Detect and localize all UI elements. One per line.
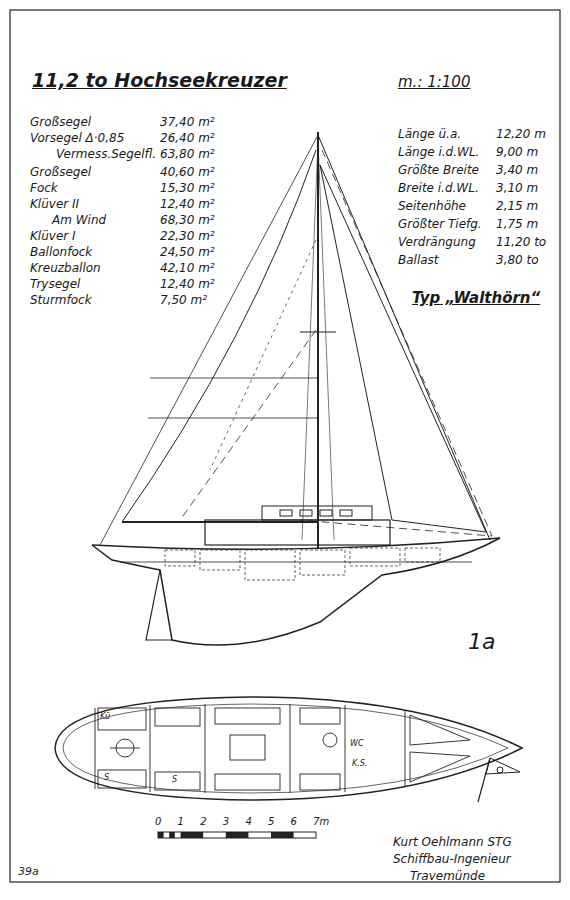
dimension-value: 3,40 m: [496, 164, 538, 177]
sail-name: Klüver II: [30, 198, 79, 211]
scale-number: 2: [200, 816, 206, 827]
type-name: Typ „Walthörn“: [412, 290, 540, 307]
sail-name: Vorsegel Δ·0,85: [30, 132, 124, 145]
dimension-value: 2,15 m: [496, 200, 538, 213]
scale-note: m.: 1:100: [398, 74, 470, 91]
sail-name: Vermess.Segelfl.: [56, 148, 156, 161]
page-number: 39a: [18, 866, 39, 878]
dimension-value: 9,00 m: [496, 146, 538, 159]
scale-number: 6: [291, 816, 297, 827]
sail-area: 40,60 m²: [160, 166, 215, 179]
room-label: WC: [350, 740, 364, 749]
sail-area: 22,30 m²: [160, 230, 215, 243]
sail-area: 7,50 m²: [160, 294, 207, 307]
room-label: S: [172, 776, 177, 785]
sail-area: 37,40 m²: [160, 116, 215, 129]
dimension-name: Verdrängung: [398, 236, 476, 249]
scale-number: 7m: [313, 816, 329, 827]
sail-name: Ballonfock: [30, 246, 92, 259]
sail-area: 12,40 m²: [160, 278, 215, 291]
sail-name: Großsegel: [30, 166, 91, 179]
designer-title: Schiffbau-Ingenieur: [393, 853, 511, 866]
sail-area: 42,10 m²: [160, 262, 215, 275]
dimension-name: Größter Tiefg.: [398, 218, 482, 231]
sail-area: 68,30 m²: [160, 214, 215, 227]
dimension-name: Größte Breite: [398, 164, 479, 177]
sail-area: 12,40 m²: [160, 198, 215, 211]
sail-area: 15,30 m²: [160, 182, 215, 195]
scale-number: 0: [155, 816, 161, 827]
sail-name: Großsegel: [30, 116, 91, 129]
room-label: S: [104, 774, 109, 783]
sail-name: Kreuzballon: [30, 262, 101, 275]
designer-place: Travemünde: [410, 870, 485, 883]
scale-number: 1: [178, 816, 184, 827]
sail-name: Am Wind: [52, 214, 106, 227]
dimension-value: 3,10 m: [496, 182, 538, 195]
room-label: Kü: [100, 713, 110, 722]
sail-name: Sturmfock: [30, 294, 92, 307]
dimension-value: 11,20 to: [496, 236, 546, 249]
scale-number: 5: [268, 816, 274, 827]
sail-name: Trysegel: [30, 278, 80, 291]
sheet-title: 11,2 to Hochseekreuzer: [32, 70, 287, 91]
scale-number: 3: [223, 816, 229, 827]
sail-area: 24,50 m²: [160, 246, 215, 259]
sail-area: 63,80 m²: [160, 148, 215, 161]
dimension-name: Länge ü.a.: [398, 128, 461, 141]
dimension-value: 1,75 m: [496, 218, 538, 231]
sheet-mark: 1a: [468, 630, 495, 654]
sail-name: Fock: [30, 182, 58, 195]
designer-name: Kurt Oehlmann STG: [393, 836, 512, 849]
dimension-name: Ballast: [398, 254, 439, 267]
sail-name: Klüver I: [30, 230, 76, 243]
sail-area: 26,40 m²: [160, 132, 215, 145]
scale-number: 4: [245, 816, 251, 827]
dimension-name: Breite i.d.WL.: [398, 182, 479, 195]
dimension-value: 3,80 to: [496, 254, 539, 267]
dimension-name: Länge i.d.WL.: [398, 146, 479, 159]
dimension-name: Seitenhöhe: [398, 200, 466, 213]
dimension-value: 12,20 m: [496, 128, 546, 141]
room-label: K.S.: [352, 760, 367, 769]
